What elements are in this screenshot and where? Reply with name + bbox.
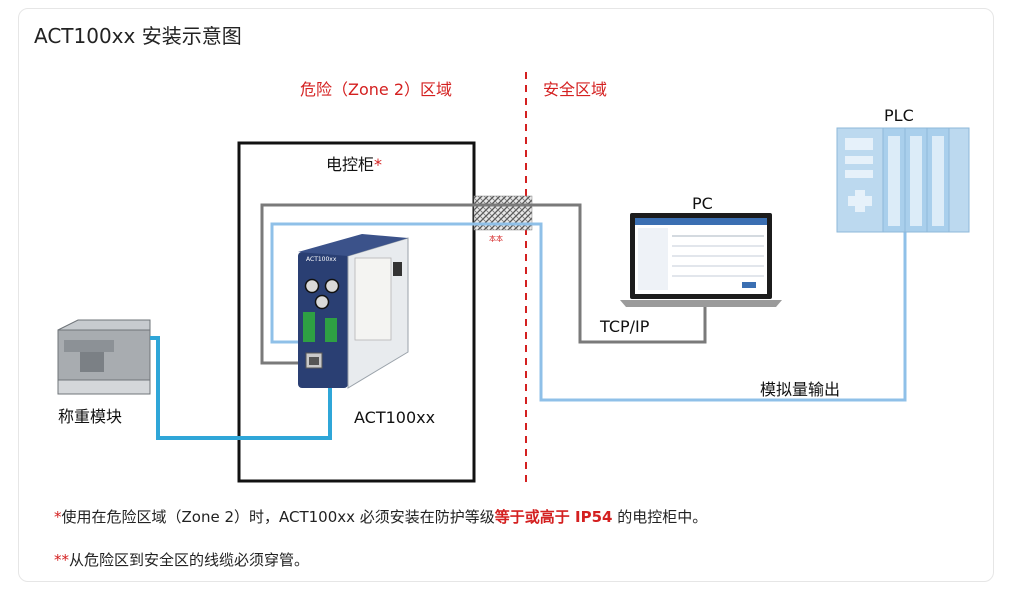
- plc-rack: [836, 127, 970, 233]
- diagram-card: [18, 8, 994, 582]
- act100xx-label: ACT100xx: [354, 408, 436, 427]
- tcpip-label: TCP/IP: [600, 317, 650, 336]
- pc-laptop: [620, 213, 782, 307]
- note-ip54: *使用在危险区域（Zone 2）时，ACT100xx 必须安装在防护等级等于或高…: [54, 506, 707, 527]
- pc-label: PC: [692, 194, 713, 213]
- hazard-zone-label: 危险（Zone 2）区域: [300, 80, 453, 99]
- note-ip54-suffix: 的电控柜中。: [617, 508, 708, 526]
- plc-label: PLC: [884, 106, 914, 125]
- device-face-text: ACT100xx: [306, 256, 337, 263]
- conduit-mark: 本本: [489, 235, 503, 243]
- note-conduit: **从危险区到安全区的线缆必须穿管。: [54, 549, 309, 570]
- note-conduit-text: 从危险区到安全区的线缆必须穿管。: [69, 551, 310, 569]
- analog-output-label: 模拟量输出: [760, 380, 841, 399]
- analog-output-cable: [270, 222, 907, 402]
- note-ip54-star: *: [54, 508, 62, 526]
- control-cabinet-box: [237, 141, 476, 483]
- weighing-module: [57, 319, 158, 395]
- cabinet-label-star: *: [374, 155, 383, 174]
- weighing-module-label: 称重模块: [58, 407, 123, 426]
- tcpip-cable: [260, 203, 707, 365]
- note-ip54-prefix: 使用在危险区域（Zone 2）时，ACT100xx 必须安装在防护等级: [61, 508, 495, 526]
- note-ip54-highlight: 等于或高于 IP54: [494, 508, 613, 526]
- note-conduit-star: **: [54, 551, 69, 569]
- safe-zone-label: 安全区域: [543, 80, 608, 99]
- cabinet-label: 电控柜*: [326, 151, 382, 175]
- act100xx-device: [298, 234, 409, 389]
- diagram-title: ACT100xx 安装示意图: [34, 24, 242, 48]
- cabinet-label-text: 电控柜: [326, 155, 375, 174]
